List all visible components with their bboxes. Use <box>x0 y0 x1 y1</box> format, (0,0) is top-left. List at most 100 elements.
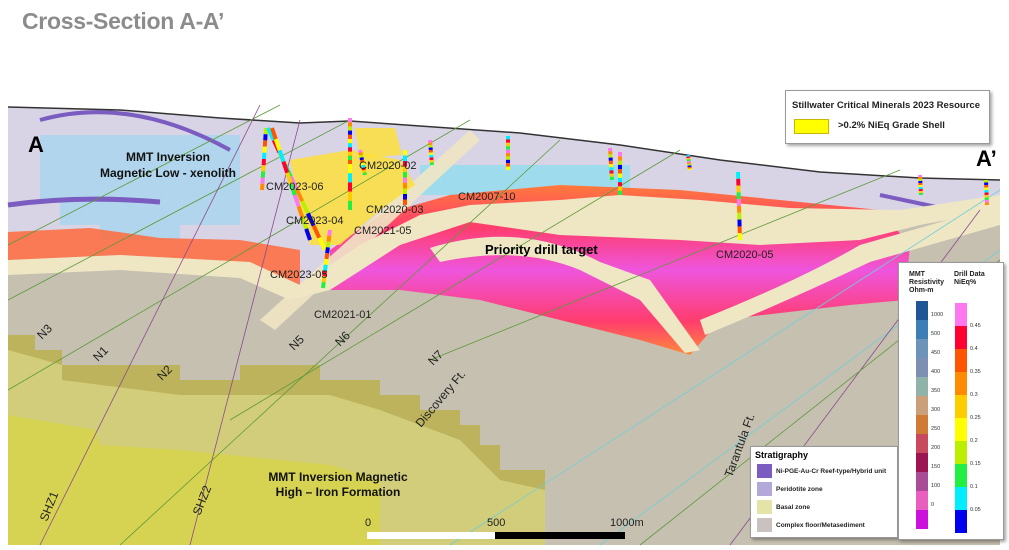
priority-target-label: Priority drill target <box>485 242 598 257</box>
drill-hole-segment <box>361 167 366 171</box>
drill-hole-segment <box>324 252 330 260</box>
tick-label: 0.4 <box>970 346 978 352</box>
drill-hole-label: CM2020-03 <box>366 204 423 216</box>
strat-item: Ni-PGE-Au-Cr Reef-type/Hybrid unit <box>757 463 886 479</box>
grade-shell <box>355 128 402 158</box>
color-bar-segment <box>916 320 928 339</box>
color-bar-segment <box>955 395 967 418</box>
tick-label: 0.45 <box>970 323 981 329</box>
drill-hole-segment <box>288 175 299 190</box>
tick-label: 0.15 <box>970 461 981 467</box>
color-bar-segment <box>955 418 967 441</box>
color-bar-segment <box>916 377 928 396</box>
tick-label: 500 <box>931 331 941 337</box>
drill-hole-segment <box>323 264 328 271</box>
drill-hole-segment <box>285 172 293 185</box>
magnetic-low-xenolith <box>40 135 240 240</box>
fault-line <box>429 169 901 361</box>
magnetic-low-label-1: MMT Inversion <box>126 150 210 164</box>
scale-label: 0 <box>365 517 371 529</box>
tick-label: 350 <box>931 388 941 394</box>
resource-legend-title: Stillwater Critical Minerals 2023 Resour… <box>792 100 980 111</box>
color-bar-segment <box>955 349 967 372</box>
magnetic-high-label-2: High – Iron Formation <box>276 485 401 499</box>
drill-hole-segment <box>281 160 290 174</box>
grade-shell-label: >0.2% NiEq Grade Shell <box>838 120 945 131</box>
tick-label: 200 <box>931 445 941 451</box>
drill-hole-label: CM2023-04 <box>286 215 343 227</box>
drill-hole-label: CM2020-02 <box>359 160 416 172</box>
tick-label: 250 <box>931 426 941 432</box>
fault-line <box>7 119 351 301</box>
color-bar-segment <box>955 441 967 464</box>
drill-hole-segment <box>325 241 331 248</box>
drill-hole-segment <box>360 159 365 163</box>
grade-shell-swatch <box>794 119 829 134</box>
tick-label: 300 <box>931 407 941 413</box>
drill-hole-segment <box>325 247 330 254</box>
tick-label: 150 <box>931 464 941 470</box>
strat-label: Ni-PGE-Au-Cr Reef-type/Hybrid unit <box>776 467 887 475</box>
title-line: MMT <box>909 271 925 278</box>
tick-label: 0.05 <box>970 507 981 513</box>
scale-label: 500 <box>487 517 505 529</box>
color-bar-segment <box>955 303 967 326</box>
color-bar-segment <box>916 358 928 377</box>
tick-label: 400 <box>931 369 941 375</box>
fault-line <box>7 104 281 246</box>
scale-bar-white <box>367 532 495 539</box>
strat-label: Basal zone <box>776 503 810 511</box>
color-bar-segment <box>955 464 967 487</box>
color-bar-segment <box>916 472 928 491</box>
strat-item: Basal zone <box>757 499 810 515</box>
tick-label: 0.35 <box>970 369 981 375</box>
drill-hole-label: CM2021-01 <box>314 309 371 321</box>
color-bar-segment <box>916 396 928 415</box>
fault-line <box>449 189 1001 546</box>
fault-line <box>119 139 561 546</box>
fault-line <box>189 119 301 546</box>
drill-hole-segment <box>359 157 364 161</box>
drill-hole-segment <box>317 236 327 251</box>
resistivity-color-bar <box>916 301 928 529</box>
tick-label: 0.3 <box>970 392 978 398</box>
basal-zone-band <box>700 205 1000 335</box>
fault-line <box>229 149 681 421</box>
drill-hole-segment <box>326 235 332 242</box>
color-scale-legend: MMT Resistivity Ohm-m Drill Data NiEq% 1… <box>898 262 1004 540</box>
drill-hole-segment <box>361 164 366 168</box>
title-line: Drill Data <box>954 271 985 278</box>
tick-label: 100 <box>931 483 941 489</box>
grade-shell <box>290 150 415 245</box>
tick-label: 0.25 <box>970 415 981 421</box>
drill-hole-label: CM2023-05 <box>270 269 327 281</box>
strat-swatch <box>757 482 772 496</box>
scale-bar-black <box>495 532 625 539</box>
title-line: Ohm-m <box>909 287 934 294</box>
strat-swatch <box>757 518 772 532</box>
drill-hole-segment <box>327 229 332 237</box>
color-bar-segment <box>955 372 967 395</box>
page-title: Cross-Section A-A’ <box>22 8 225 34</box>
drill-hole-segment <box>294 188 305 203</box>
drill-hole-label: CM2020-05 <box>716 249 773 261</box>
drill-hole-segment <box>311 224 322 239</box>
drill-hole-segment <box>304 228 312 241</box>
title-line: NiEq% <box>954 279 977 286</box>
drill-hole-segment <box>266 127 276 142</box>
magnetic-low-label-2: Magnetic Low - xenolith <box>100 166 236 180</box>
magnetic-high-label-1: MMT Inversion Magnetic <box>268 470 408 484</box>
scale-label: 1000m <box>610 517 644 529</box>
drill-hole-label: CM2021-05 <box>354 225 411 237</box>
tick-label: 1000 <box>931 312 944 318</box>
color-bar-segment <box>916 510 928 529</box>
drill-hole-segment <box>300 200 310 215</box>
topography-line <box>7 106 1001 181</box>
tick-label: 0 <box>931 502 935 508</box>
drill-hole-segment <box>321 276 327 283</box>
drill-hole-segment <box>292 194 301 208</box>
drill-hole-segment <box>362 169 367 173</box>
drill-hole-segment <box>360 162 365 166</box>
strat-item: Peridotite zone <box>757 481 823 497</box>
